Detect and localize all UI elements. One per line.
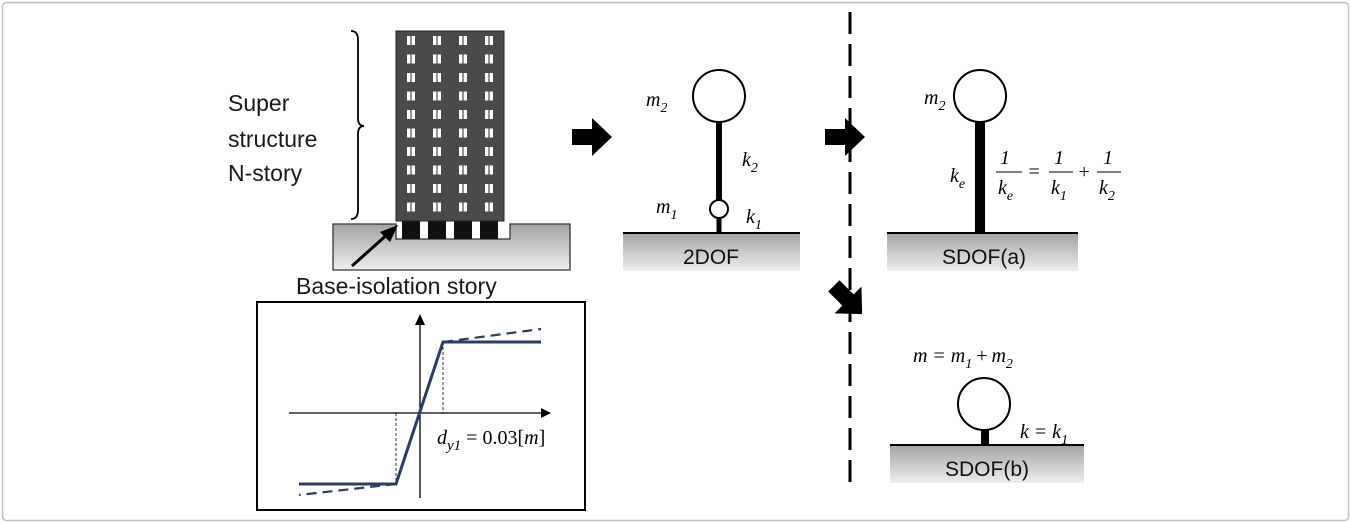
label-spring-eq-sdof-b: k=k1 (1020, 421, 1068, 448)
label-sdof-a: SDOF(a) (942, 246, 1026, 269)
model-sdof-a: m2 ke 1 ke = 1 k1 + 1 k2 SDOF(a) (887, 69, 1121, 271)
label-m2-sdof-a: m2 (924, 87, 945, 114)
isolation-pointer-head (380, 225, 398, 242)
building-windows (407, 36, 493, 212)
ground-sdof-a (887, 233, 1078, 271)
label-sdof-b: SDOF(b) (945, 458, 1029, 481)
superstructure-line-3: N-story (228, 160, 303, 186)
bilinear-curve (299, 340, 541, 486)
arrow-2dof-to-sdof-a (825, 118, 865, 156)
hardening-dashed-right (442, 327, 542, 344)
svg-text:k1: k1 (1051, 177, 1067, 204)
svg-text:1: 1 (1103, 147, 1113, 169)
svg-text:1: 1 (1000, 147, 1010, 169)
superstructure-brace (350, 30, 365, 220)
yield-displacement-annotation: dy1 = 0.03[m] (437, 427, 545, 454)
model-2dof: m2 k2 m1 k1 2DOF (623, 69, 800, 271)
svg-text:1: 1 (1054, 147, 1064, 169)
svg-text:ke: ke (998, 177, 1013, 204)
mass-m-circle-sdof-b (957, 377, 1011, 431)
svg-text:+: + (1077, 161, 1091, 183)
label-2dof: 2DOF (683, 246, 739, 269)
transition-arrows (572, 118, 865, 315)
arrow-building-to-2dof (572, 118, 612, 156)
mass-m1-circle (709, 199, 729, 219)
equivalent-stiffness-equation: 1 ke = 1 k1 + 1 k2 (996, 147, 1121, 204)
isolation-pointer-line (350, 230, 392, 268)
arrow-2dof-to-sdof-b (828, 280, 863, 315)
label-m2-2dof: m2 (646, 89, 667, 116)
ground-sdof-b (890, 445, 1084, 483)
model-sdof-b: m=m1+m2 k=k1 SDOF(b) (890, 345, 1084, 483)
mass-m2-circle-sdof-a (953, 69, 1007, 123)
ground-2dof (623, 233, 800, 271)
building-group: Super structure N-story Base-isolation s… (228, 30, 571, 299)
plot-y-arrowhead (415, 314, 425, 325)
label-k1-2dof: k1 (746, 206, 762, 233)
base-isolation-label: Base-isolation story (296, 273, 497, 299)
plot-x-arrowhead (541, 408, 551, 418)
label-k2-2dof: k2 (742, 149, 758, 176)
superstructure-line-2: structure (228, 126, 317, 152)
hardening-dashed-left (298, 482, 397, 497)
label-ke-sdof-a: ke (950, 165, 965, 192)
hysteresis-plot: dy1 = 0.03[m] (256, 301, 586, 511)
mass-m2-circle (692, 69, 746, 123)
svg-text:k2: k2 (1099, 177, 1115, 204)
superstructure-line-1: Super (228, 90, 290, 116)
isolator-pads (402, 220, 498, 239)
label-m1-2dof: m1 (656, 196, 677, 223)
label-mass-eq-sdof-b: m=m1+m2 (913, 345, 1013, 372)
svg-text:=: = (1027, 161, 1041, 183)
